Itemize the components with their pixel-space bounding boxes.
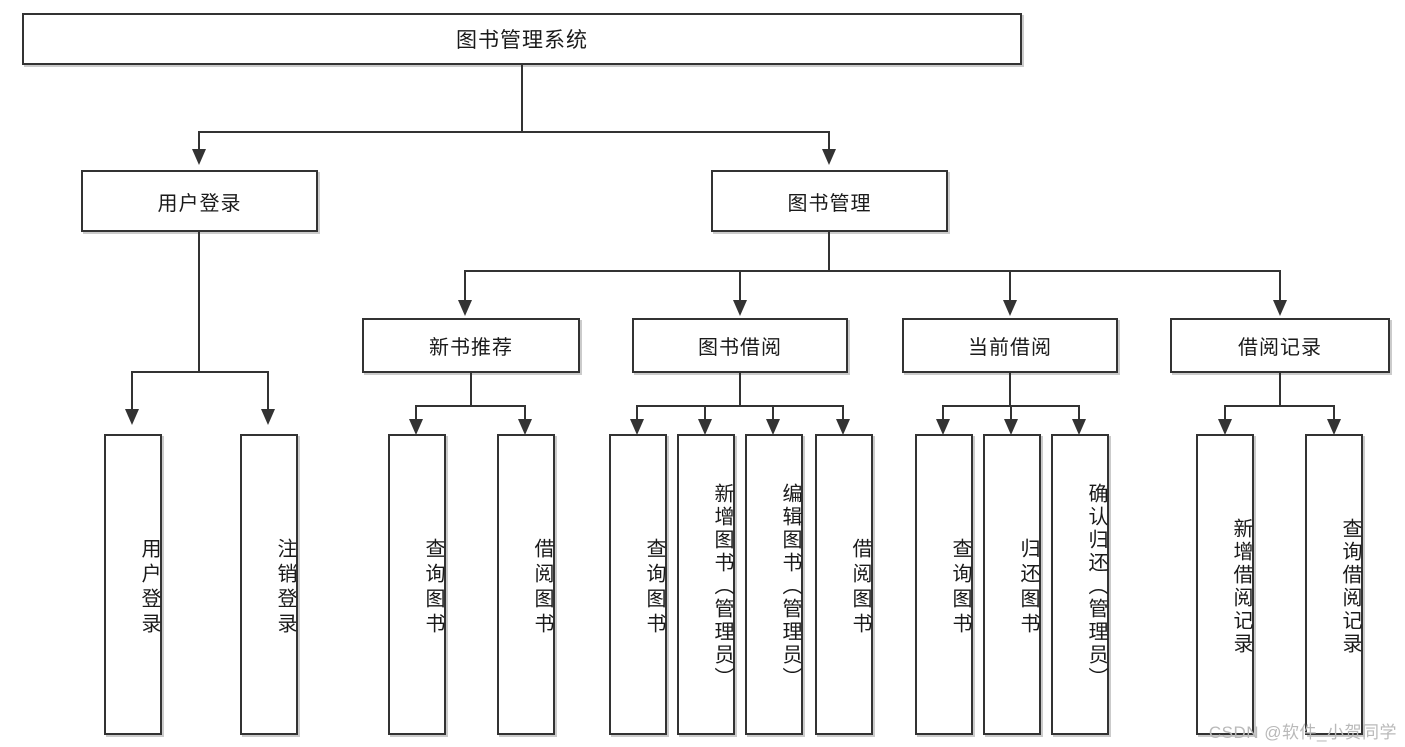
node-label: 图书借阅 [698,337,782,359]
connector-book-borrow-to-add [704,405,706,423]
watermark: CSDN @软件_小贺同学 [1208,723,1397,742]
leaf-query-book-borrow[interactable]: 查询图书 [609,434,667,735]
leaf-add-borrow-record[interactable]: 新增借阅记录 [1196,434,1254,735]
connector-records-to-query [1333,405,1335,423]
node-label: 新书推荐 [429,337,513,359]
connector-user-login-to-logout [267,371,269,411]
node-new-book-recommend[interactable]: 新书推荐 [362,318,580,373]
arrowhead-to-borrow-records [1273,300,1287,316]
connector-to-borrow-records [1279,270,1281,302]
connector-root-bus [198,131,830,133]
leaf-edit-book-admin[interactable]: 编辑图书（管理员） [745,434,803,735]
leaf-query-book-recommend[interactable]: 查询图书 [388,434,446,735]
arrowhead-book-borrow-to-borrow [836,419,850,435]
arrowhead-records-to-query [1327,419,1341,435]
node-label: 归还图书 [1017,537,1039,638]
leaf-user-login[interactable]: 用户登录 [104,434,162,735]
connector-current-to-confirm [1078,405,1080,423]
node-label: 新增借阅记录 [1230,517,1252,656]
connector-root-to-book-management [828,131,830,151]
node-label: 查询图书 [422,537,444,638]
leaf-confirm-return-admin[interactable]: 确认归还（管理员） [1051,434,1109,735]
connector-root-to-user-login [198,131,200,151]
connector-book-management-stem [828,232,830,272]
arrowhead-new-book-to-borrow [518,419,532,435]
connector-user-login-stem [198,232,200,372]
node-label: 确认归还（管理员） [1085,483,1107,690]
arrowhead-to-book-borrow [733,300,747,316]
connector-to-book-borrow [739,270,741,302]
arrowhead-user-login-to-logout [261,409,275,425]
connector-new-book-stem [470,373,472,406]
leaf-logout[interactable]: 注销登录 [240,434,298,735]
node-label: 新增图书（管理员） [711,483,733,690]
arrowhead-new-book-to-query [409,419,423,435]
arrowhead-to-new-book-recommend [458,300,472,316]
connector-new-book-to-borrow [524,405,526,423]
arrowhead-book-borrow-to-add [698,419,712,435]
connector-book-borrow-to-edit [772,405,774,423]
connector-records-to-add [1224,405,1226,423]
arrowhead-root-to-book-management [822,149,836,165]
node-book-management[interactable]: 图书管理 [711,170,948,232]
node-label: 查询图书 [949,537,971,638]
node-current-borrow[interactable]: 当前借阅 [902,318,1118,373]
connector-new-book-to-query [415,405,417,423]
connector-current-to-return [1010,405,1012,423]
leaf-query-borrow-record[interactable]: 查询借阅记录 [1305,434,1363,735]
node-borrow-records[interactable]: 借阅记录 [1170,318,1390,373]
leaf-borrow-book-recommend[interactable]: 借阅图书 [497,434,555,735]
node-label: 用户登录 [138,537,160,638]
node-label: 查询图书 [643,537,665,638]
connector-borrow-records-bus [1224,405,1335,407]
connector-to-current-borrow [1009,270,1011,302]
connector-borrow-records-stem [1279,373,1281,406]
arrowhead-book-borrow-to-query [630,419,644,435]
leaf-query-book-current[interactable]: 查询图书 [915,434,973,735]
connector-to-new-book-recommend [464,270,466,302]
leaf-add-book-admin[interactable]: 新增图书（管理员） [677,434,735,735]
arrowhead-current-to-query [936,419,950,435]
arrowhead-records-to-add [1218,419,1232,435]
node-label: 借阅图书 [849,537,871,638]
arrowhead-user-login-to-login [125,409,139,425]
connector-new-book-bus [415,405,526,407]
node-label: 借阅记录 [1238,337,1322,359]
leaf-return-book[interactable]: 归还图书 [983,434,1041,735]
connector-user-login-bus [131,371,268,373]
arrowhead-current-to-confirm [1072,419,1086,435]
leaf-borrow-book[interactable]: 借阅图书 [815,434,873,735]
node-book-management-system[interactable]: 图书管理系统 [22,13,1022,65]
connector-book-borrow-stem [739,373,741,406]
connector-current-borrow-stem [1009,373,1011,406]
arrowhead-to-current-borrow [1003,300,1017,316]
connector-current-to-query [942,405,944,423]
connector-user-login-to-login [131,371,133,411]
connector-level3-bus [464,270,1281,272]
node-label: 查询借阅记录 [1339,517,1361,656]
node-user-login[interactable]: 用户登录 [81,170,318,232]
node-label: 当前借阅 [968,337,1052,359]
node-label: 借阅图书 [531,537,553,638]
arrowhead-root-to-user-login [192,149,206,165]
node-label: 编辑图书（管理员） [779,483,801,690]
node-label: 图书管理系统 [456,29,588,52]
connector-root-stem [521,65,523,132]
arrowhead-book-borrow-to-edit [766,419,780,435]
node-label: 注销登录 [274,537,296,638]
arrowhead-current-to-return [1004,419,1018,435]
node-label: 用户登录 [157,192,242,215]
connector-book-borrow-to-borrow [842,405,844,423]
connector-book-borrow-to-query [636,405,638,423]
connector-book-borrow-bus [636,405,844,407]
node-label: 图书管理 [787,192,872,215]
node-book-borrow[interactable]: 图书借阅 [632,318,848,373]
